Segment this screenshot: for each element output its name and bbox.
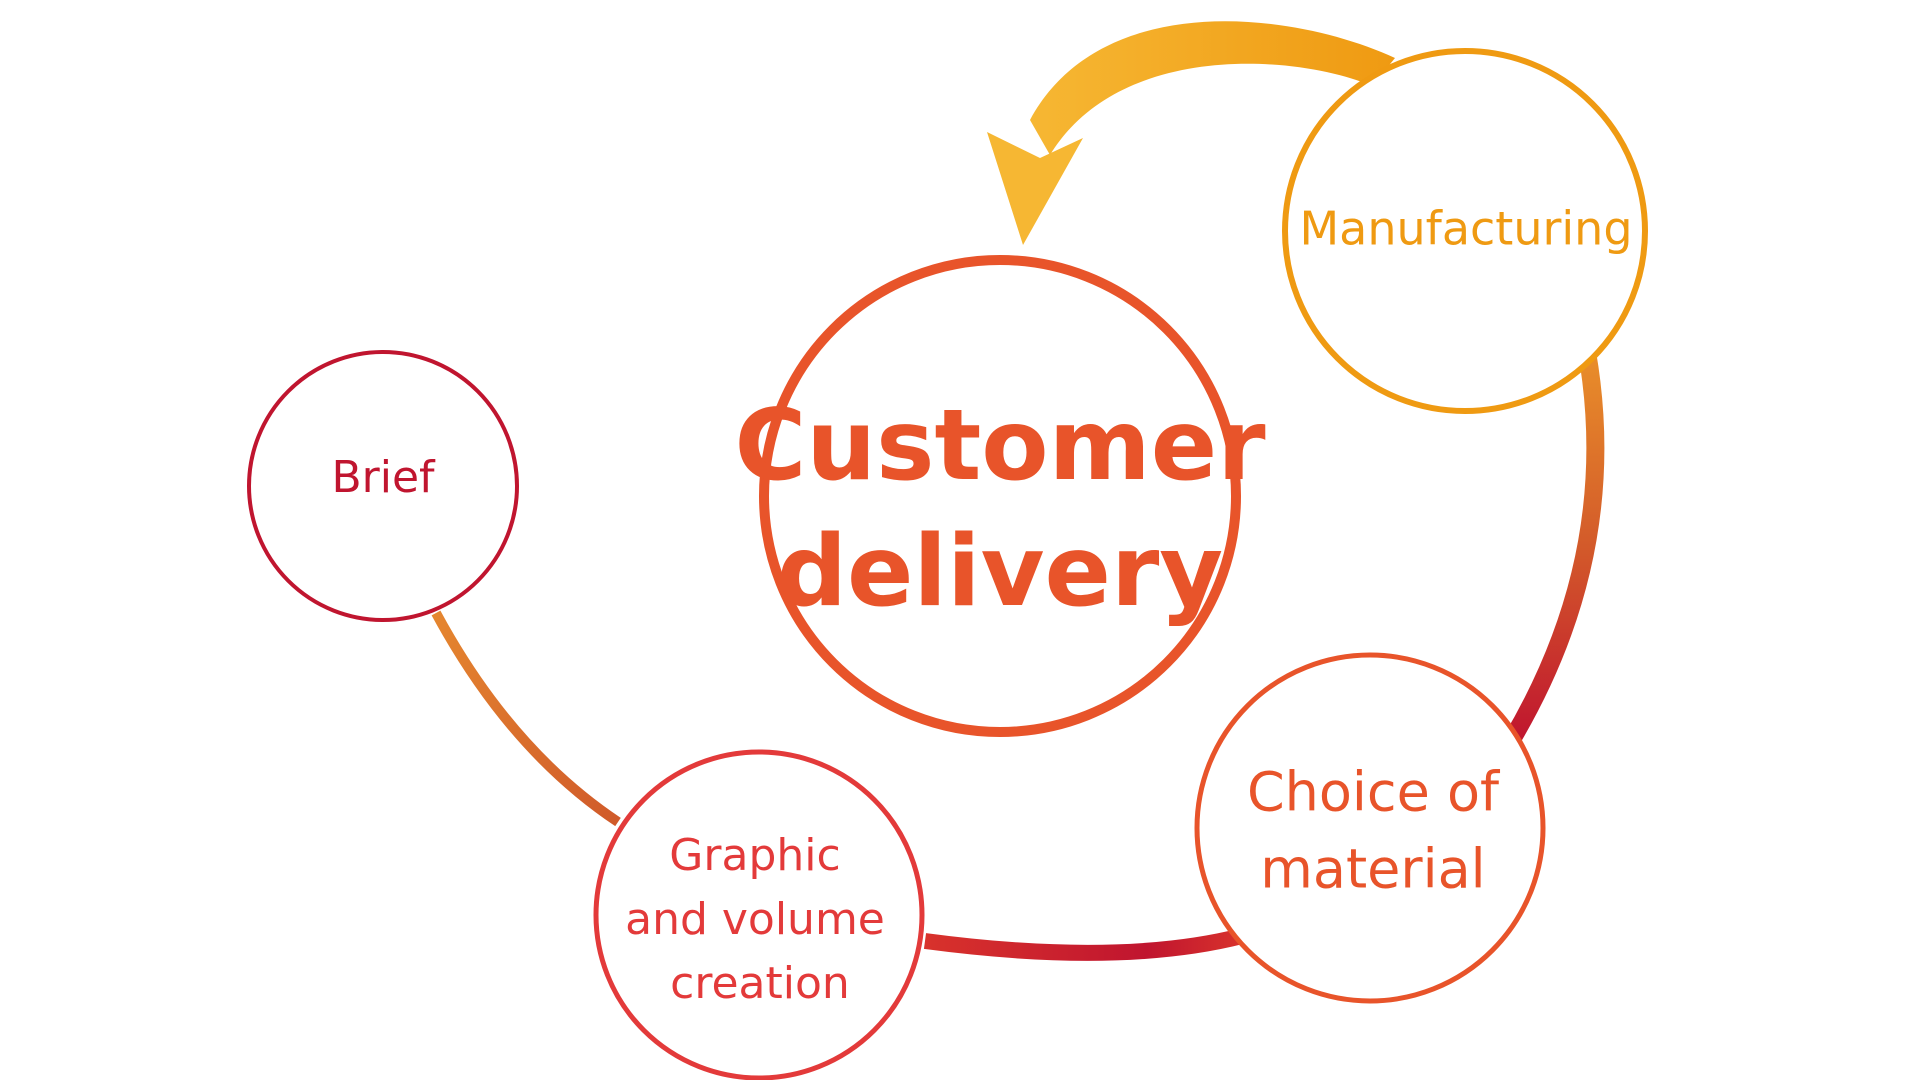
node-brief-label: Brief bbox=[331, 452, 436, 503]
node-brief: Brief bbox=[247, 350, 519, 622]
node-graphic-label-line-3: creation bbox=[670, 958, 850, 1009]
arrow-head bbox=[987, 132, 1083, 245]
node-center-label-line-2: delivery bbox=[777, 515, 1223, 629]
connector-choice-to-manufacturing bbox=[1503, 350, 1605, 746]
node-choice-label-line-2: material bbox=[1260, 838, 1485, 901]
node-customer-delivery: Customer delivery bbox=[734, 255, 1266, 737]
arrow-manufacturing-to-delivery bbox=[1030, 21, 1395, 156]
node-manufacturing-label: Manufacturing bbox=[1299, 202, 1632, 256]
node-graphic-label-line-2: and volume bbox=[625, 894, 885, 945]
node-manufacturing: Manufacturing bbox=[1282, 48, 1648, 414]
node-center-label-line-1: Customer bbox=[734, 389, 1266, 503]
node-graphic-label-line-1: Graphic bbox=[669, 830, 840, 881]
connector-graphic-to-choice bbox=[923, 928, 1244, 961]
node-graphic: Graphic and volume creation bbox=[593, 749, 925, 1080]
node-choice-of-material: Choice of material bbox=[1194, 652, 1546, 1004]
connector-brief-to-graphic bbox=[431, 610, 621, 827]
node-choice-label-line-1: Choice of bbox=[1247, 761, 1501, 824]
